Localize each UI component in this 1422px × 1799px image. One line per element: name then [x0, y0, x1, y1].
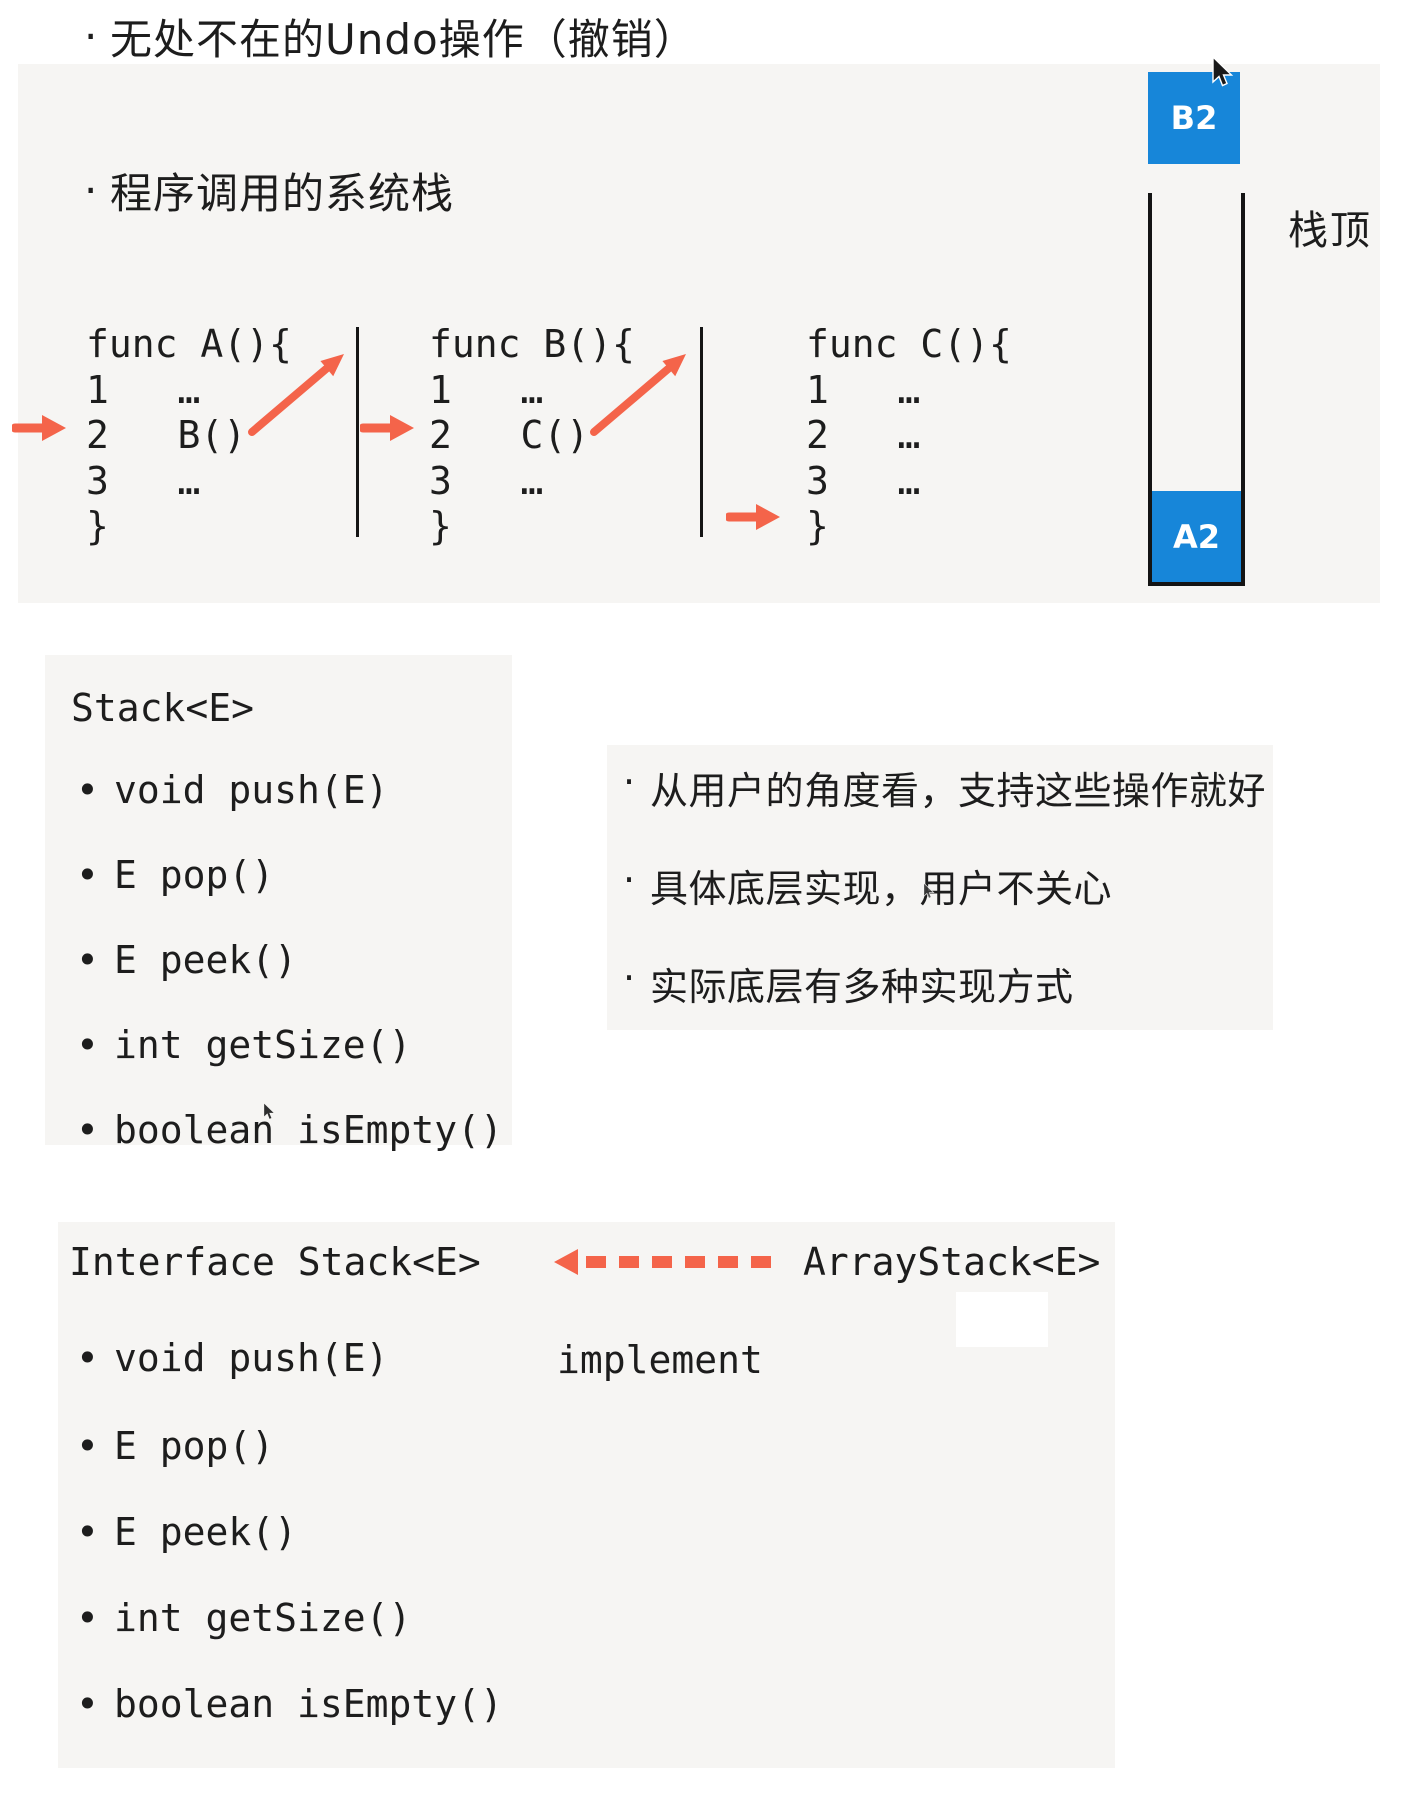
bullet-dot: •	[76, 853, 99, 897]
method-signature: E pop()	[114, 1424, 275, 1468]
notes-panel	[607, 745, 1273, 1030]
note-text: 从用户的角度看，支持这些操作就好	[650, 769, 1267, 813]
stack-frame-label: A2	[1172, 517, 1221, 556]
stack-api-item-isempty: • boolean isEmpty()	[76, 1108, 503, 1152]
intro-bullet-syscall-text: 程序调用的系统栈	[110, 169, 455, 218]
bullet-dot: •	[76, 1510, 99, 1554]
code-line: 1 …	[806, 367, 921, 412]
callstack-column-func-c: func C(){ 1 … 2 … 3 … }	[806, 322, 1012, 550]
bullet-dot: •	[76, 1596, 99, 1640]
bullet-dot: •	[76, 1424, 99, 1468]
code-line: 2 C()	[429, 413, 590, 457]
interface-title: Interface Stack<E>	[69, 1240, 481, 1284]
note-impl-hidden: · 具体底层实现，用户不关心	[623, 858, 1112, 913]
bullet-dot: •	[76, 1108, 99, 1152]
method-signature: boolean isEmpty()	[114, 1108, 503, 1152]
stack-api-item-pop: • E pop()	[76, 853, 274, 897]
bullet-dot: ·	[623, 760, 636, 804]
method-signature: void push(E)	[114, 1336, 389, 1380]
implement-relation-label: implement	[557, 1338, 763, 1382]
implements-arrow-icon	[554, 1249, 771, 1275]
column-divider	[356, 327, 359, 537]
bullet-dot: ·	[84, 12, 98, 61]
bullet-dot: ·	[623, 956, 636, 1000]
execution-pointer-arrow-c-icon	[726, 504, 780, 530]
interface-item-pop: • E pop()	[76, 1424, 274, 1468]
code-line: 2 B()	[86, 413, 247, 457]
stack-api-item-getsize: • int getSize()	[76, 1023, 411, 1067]
stack-frame-label: B2	[1170, 99, 1218, 137]
interface-item-getsize: • int getSize()	[76, 1596, 411, 1640]
bullet-dot: •	[76, 1023, 99, 1067]
system-stack-container: A2	[1148, 193, 1245, 586]
stack-top-label: 栈顶	[1288, 208, 1372, 254]
code-line: func C(){	[806, 322, 1012, 366]
call-arrow-b-to-c-icon	[590, 354, 686, 436]
stack-api-title: Stack<E>	[71, 686, 255, 730]
callstack-column-func-a: func A(){ 1 … 2 B() 3 … }	[86, 322, 292, 550]
code-line: 2 …	[806, 413, 921, 457]
interface-item-push: • void push(E)	[76, 1336, 389, 1380]
method-signature: E peek()	[114, 1510, 298, 1554]
code-line: }	[429, 504, 452, 548]
code-line: }	[806, 504, 829, 548]
note-text: 具体底层实现，用户不关心	[650, 867, 1113, 911]
stack-api-item-peek: • E peek()	[76, 938, 297, 982]
method-signature: E pop()	[114, 853, 275, 897]
method-signature: int getSize()	[114, 1023, 412, 1067]
intro-bullet-undo: · 无处不在的Undo操作（撤销）	[84, 6, 697, 67]
intro-bullet-undo-text: 无处不在的Undo操作（撤销）	[110, 15, 697, 64]
method-signature: boolean isEmpty()	[114, 1682, 503, 1726]
execution-pointer-arrow-a-icon	[12, 415, 66, 441]
stack-api-panel	[45, 655, 512, 1145]
implementation-title: ArrayStack<E>	[803, 1240, 1101, 1284]
bullet-dot: •	[76, 1336, 99, 1380]
bullet-dot: ·	[84, 166, 98, 215]
code-line: func A(){	[86, 322, 292, 366]
small-cursor-icon	[263, 1102, 276, 1120]
note-text: 实际底层有多种实现方式	[650, 965, 1074, 1009]
code-line: 3 …	[806, 458, 921, 503]
interface-implementation-panel	[58, 1222, 1115, 1768]
code-line: }	[86, 504, 109, 548]
note-user-view: · 从用户的角度看，支持这些操作就好	[623, 760, 1266, 815]
code-line: func B(){	[429, 322, 635, 366]
intro-bullet-syscall: · 程序调用的系统栈	[84, 160, 454, 221]
stack-frame-box-a2: A2	[1152, 491, 1241, 582]
column-divider	[700, 327, 703, 537]
mouse-cursor-icon	[1212, 56, 1234, 87]
code-line: 1 …	[429, 367, 544, 412]
method-signature: E peek()	[114, 938, 298, 982]
code-line: 3 …	[429, 458, 544, 503]
bullet-dot: ·	[623, 858, 636, 902]
execution-pointer-arrow-b-icon	[360, 415, 414, 441]
note-multiple-impl: · 实际底层有多种实现方式	[623, 956, 1074, 1011]
code-line: 1 …	[86, 367, 201, 412]
method-signature: int getSize()	[114, 1596, 412, 1640]
white-patch	[956, 1292, 1048, 1347]
interface-item-isempty: • boolean isEmpty()	[76, 1682, 503, 1726]
bullet-dot: •	[76, 938, 99, 982]
stack-api-item-push: • void push(E)	[76, 768, 389, 812]
small-cursor-icon	[923, 882, 935, 899]
method-signature: void push(E)	[114, 768, 389, 812]
callstack-column-func-b: func B(){ 1 … 2 C() 3 … }	[429, 322, 635, 550]
bullet-dot: •	[76, 1682, 99, 1726]
call-arrow-a-to-b-icon	[248, 354, 344, 436]
bullet-dot: •	[76, 768, 99, 812]
interface-item-peek: • E peek()	[76, 1510, 297, 1554]
stack-frame-box-b2: B2	[1148, 72, 1240, 164]
code-line: 3 …	[86, 458, 201, 503]
